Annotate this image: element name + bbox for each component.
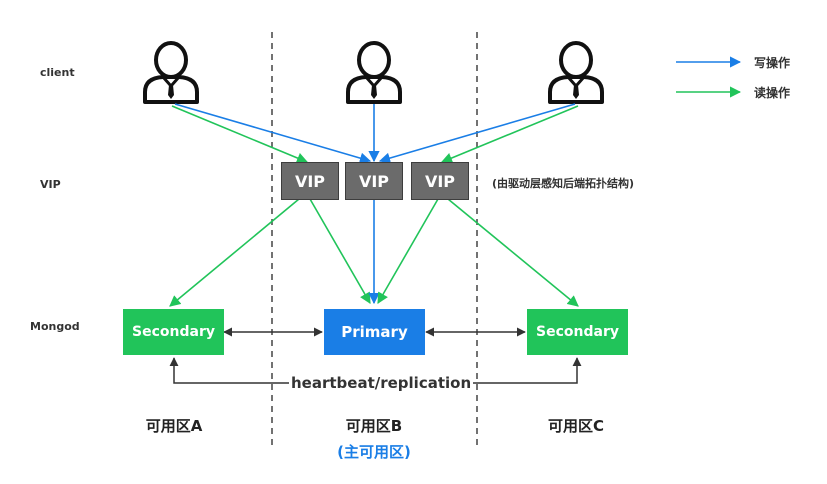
- row-label-client: client: [40, 66, 75, 79]
- row-label-mongod: Mongod: [30, 320, 80, 333]
- write-arrow: [378, 103, 576, 164]
- heartbeat-label: heartbeat/replication: [289, 374, 474, 392]
- secondary-node-left: Secondary: [123, 309, 224, 355]
- legend-write-label: 写操作: [754, 56, 791, 70]
- legend-read-label: 读操作: [754, 86, 791, 100]
- zone-label-b-primary: (主可用区): [337, 443, 411, 461]
- zone-label-c: 可用区C: [547, 417, 604, 435]
- vip-note: (由驱动层感知后端拓扑结构): [492, 177, 635, 190]
- zone-label-b: 可用区B: [345, 417, 403, 435]
- secondary-node-right: Secondary: [527, 309, 628, 355]
- read-arrow: [171, 105, 309, 164]
- vip-box-left: VIP: [281, 162, 339, 200]
- read-arrow: [377, 198, 439, 304]
- read-arrow: [447, 198, 579, 307]
- vip-box-center: VIP: [345, 162, 403, 200]
- user-icon: [550, 43, 602, 102]
- write-arrow: [174, 103, 372, 164]
- user-icon: [145, 43, 197, 102]
- read-arrow: [440, 105, 579, 164]
- primary-node: Primary: [324, 309, 425, 355]
- read-arrow: [309, 198, 371, 304]
- row-label-vip: VIP: [40, 178, 61, 191]
- zone-label-a: 可用区A: [145, 417, 203, 435]
- user-icon: [348, 43, 400, 102]
- vip-box-right: VIP: [411, 162, 469, 200]
- read-arrow: [169, 198, 300, 307]
